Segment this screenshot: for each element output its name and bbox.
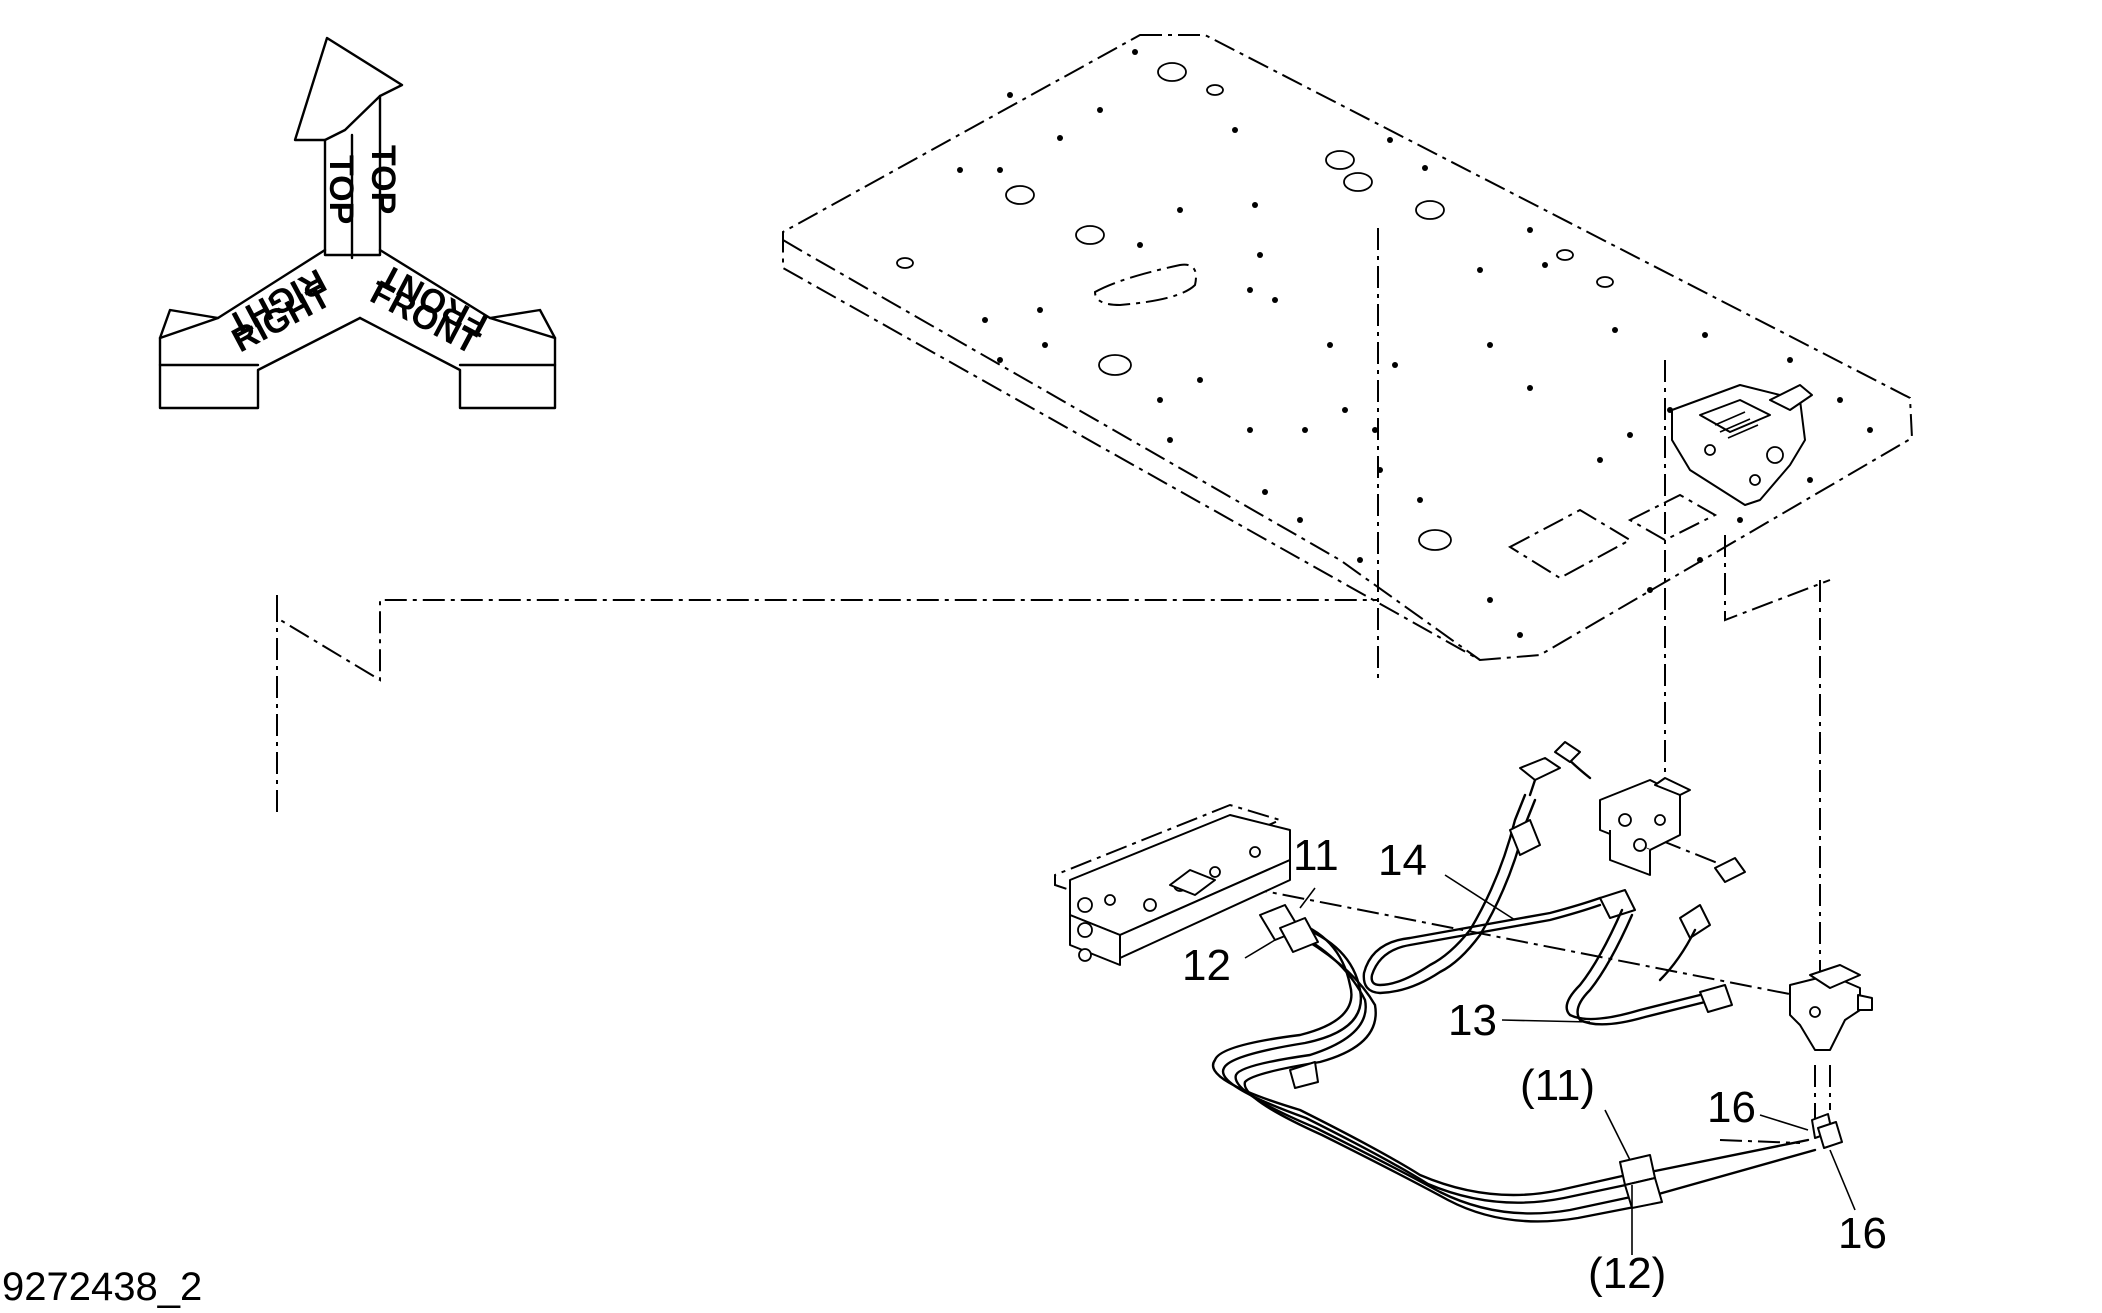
callout-12-ref: (12) xyxy=(1588,1249,1666,1298)
assembly-lines xyxy=(276,228,1831,1144)
callout-16-a: 16 xyxy=(1707,1083,1756,1132)
plate-hole xyxy=(1325,150,1355,170)
tee-fitting-block xyxy=(1789,964,1873,1149)
plate-hole xyxy=(1075,225,1105,245)
callout-11-ref: (11) xyxy=(1520,1061,1595,1110)
plate-hole xyxy=(896,257,914,269)
callout-leaders xyxy=(1244,874,1856,1255)
callout-13: 13 xyxy=(1448,996,1497,1045)
top-label-mirror: TOP xyxy=(364,145,402,214)
orientation-indicator: TOP TOP RIGHT RIGHT FRONT FRONT xyxy=(158,36,557,410)
callout-11: 11 xyxy=(1293,831,1339,880)
plate-hole xyxy=(1157,62,1187,82)
floor-plate xyxy=(782,34,1914,662)
plate-bolt-holes xyxy=(957,49,1873,638)
plate-hole xyxy=(1596,276,1614,288)
control-valve-block xyxy=(1054,803,1291,966)
plate-hole xyxy=(1415,200,1445,220)
pedal-valve-assembly xyxy=(1671,384,1813,506)
plate-hole xyxy=(1556,249,1574,261)
document-id: 9272438_2 xyxy=(2,1265,202,1309)
plate-hole xyxy=(1098,354,1132,376)
plate-hole xyxy=(1206,84,1224,96)
callout-12: 12 xyxy=(1182,941,1231,990)
callout-16-b: 16 xyxy=(1838,1209,1887,1258)
plate-hole xyxy=(1005,185,1035,205)
plate-hole xyxy=(1343,172,1373,192)
hoses xyxy=(1212,793,1817,1223)
top-label: TOP xyxy=(322,155,360,224)
plate-hole xyxy=(1418,529,1452,551)
callout-14: 14 xyxy=(1378,836,1427,885)
solenoid-valve xyxy=(1519,741,1746,883)
